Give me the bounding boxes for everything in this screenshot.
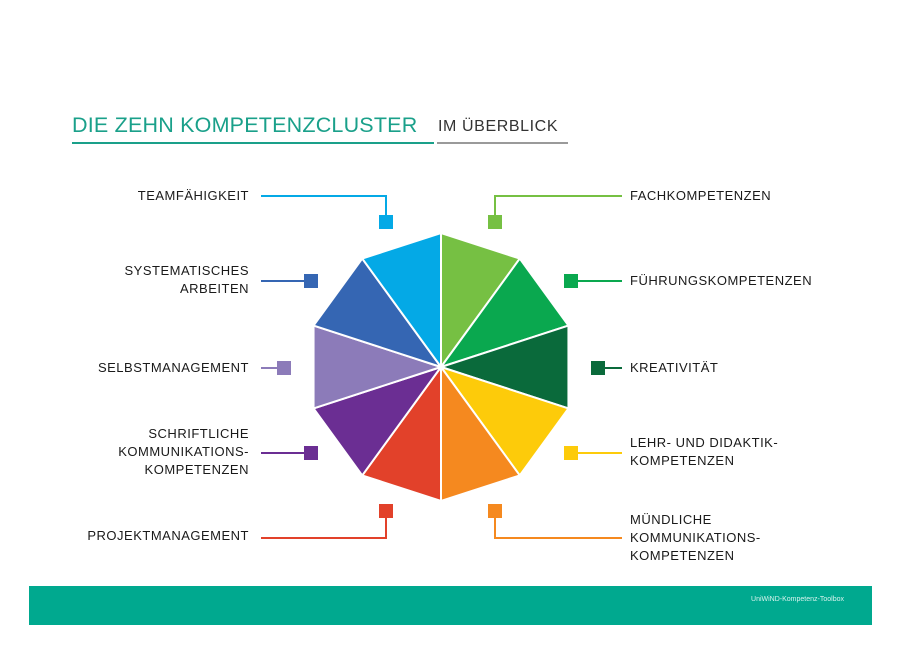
marker-square-kreativit-t xyxy=(591,361,605,375)
marker-square-schriftliche-kommunikations-kompetenzen xyxy=(304,446,318,460)
title-underline-sub xyxy=(437,142,568,144)
cluster-label-line: KOMMUNIKATIONS- xyxy=(118,444,249,459)
footer-text: UniWiND-Kompetenz-Toolbox xyxy=(751,596,844,603)
cluster-label-line: ARBEITEN xyxy=(179,281,249,296)
cluster-label-line: KOMPETENZEN xyxy=(630,548,735,563)
marker-square-lehr-und-didaktik-kompetenzen xyxy=(564,446,578,460)
cluster-label-kreativit-t: KREATIVITÄT xyxy=(630,359,718,377)
cluster-label-line: FACHKOMPETENZEN xyxy=(630,188,772,203)
cluster-label-line: SCHRIFTLICHE xyxy=(148,426,249,441)
title-main: DIE ZEHN KOMPETENZCLUSTER xyxy=(72,113,418,137)
cluster-label-line: TEAMFÄHIGKEIT xyxy=(137,188,249,203)
marker-square-selbstmanagement xyxy=(277,361,291,375)
title-sub: IM ÜBERBLICK xyxy=(438,118,559,135)
cluster-label-line: KOMMUNIKATIONS- xyxy=(630,530,761,545)
cluster-label-line: SELBSTMANAGEMENT xyxy=(97,360,249,375)
cluster-label-line: KOMPETENZEN xyxy=(630,453,735,468)
connector-line-teamf-higkeit xyxy=(261,195,387,215)
cluster-label-systematisches-arbeiten: SYSTEMATISCHES ARBEITEN xyxy=(124,262,249,298)
cluster-label-line: FÜHRUNGSKOMPETENZEN xyxy=(630,273,813,288)
pie-segment-teamf-higkeit xyxy=(361,232,442,368)
marker-square-fachkompetenzen xyxy=(488,215,502,229)
marker-square-projektmanagement xyxy=(379,504,393,518)
marker-square-m-ndliche-kommunikations-kompetenzen xyxy=(488,504,502,518)
marker-square-f-hrungskompetenzen xyxy=(564,274,578,288)
connector-line-fachkompetenzen xyxy=(494,195,622,215)
cluster-label-line: KOMPETENZEN xyxy=(144,462,249,477)
cluster-label-fachkompetenzen: FACHKOMPETENZEN xyxy=(630,187,771,205)
cluster-label-line: KREATIVITÄT xyxy=(630,360,719,375)
cluster-label-projektmanagement: PROJEKTMANAGEMENT xyxy=(87,527,249,545)
cluster-label-line: PROJEKTMANAGEMENT xyxy=(87,528,249,543)
cluster-label-f-hrungskompetenzen: FÜHRUNGSKOMPETENZEN xyxy=(630,272,812,290)
cluster-label-schriftliche-kommunikations-kompetenzen: SCHRIFTLICHE KOMMUNIKATIONS- KOMPETENZEN xyxy=(118,425,249,479)
cluster-label-line: SYSTEMATISCHES xyxy=(124,263,249,278)
connector-line-projektmanagement xyxy=(261,518,387,539)
cluster-label-line: LEHR- UND DIDAKTIK- xyxy=(630,435,779,450)
footer-bar: UniWiND-Kompetenz-Toolbox xyxy=(29,586,872,625)
cluster-label-lehr-und-didaktik-kompetenzen: LEHR- UND DIDAKTIK- KOMPETENZEN xyxy=(630,434,778,470)
cluster-label-teamf-higkeit: TEAMFÄHIGKEIT xyxy=(138,187,249,205)
title-underline-main xyxy=(72,142,434,144)
connector-line-m-ndliche-kommunikations-kompetenzen xyxy=(494,518,622,539)
cluster-label-m-ndliche-kommunikations-kompetenzen: MÜNDLICHE KOMMUNIKATIONS- KOMPETENZEN xyxy=(630,511,761,565)
cluster-label-line: MÜNDLICHE xyxy=(630,512,712,527)
marker-square-teamf-higkeit xyxy=(379,215,393,229)
marker-square-systematisches-arbeiten xyxy=(304,274,318,288)
cluster-label-selbstmanagement: SELBSTMANAGEMENT xyxy=(98,359,249,377)
